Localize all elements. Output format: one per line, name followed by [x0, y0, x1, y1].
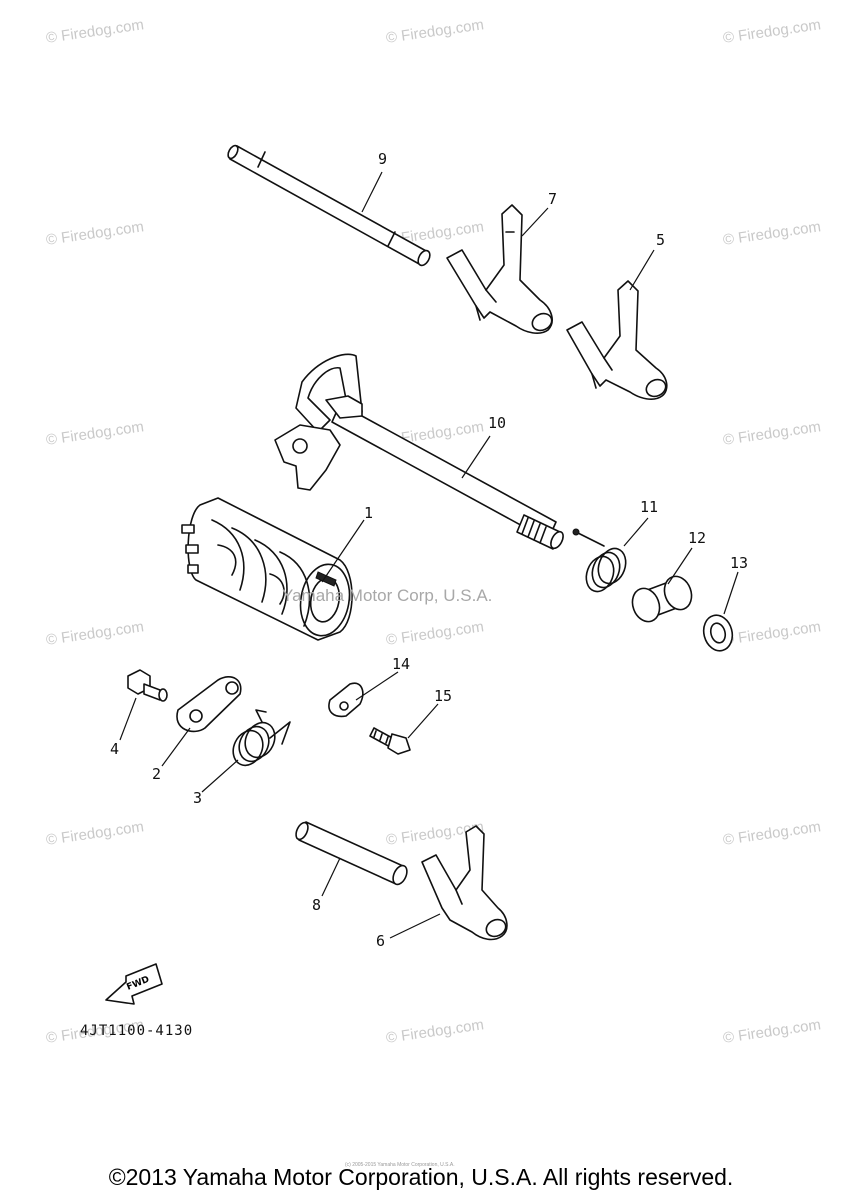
part-4-bolt — [127, 669, 168, 702]
part-8-shaft — [295, 821, 408, 886]
part-7-shift-fork — [446, 204, 553, 335]
part-11-spring — [572, 528, 627, 593]
part-14-segment — [328, 682, 364, 718]
callout-14: 14 — [392, 655, 411, 673]
callout-4: 4 — [110, 740, 120, 758]
callout-2: 2 — [152, 765, 162, 783]
callout-10: 10 — [488, 414, 507, 432]
callout-3: 3 — [193, 789, 203, 807]
callout-12: 12 — [688, 529, 707, 547]
callout-5: 5 — [656, 231, 666, 249]
callout-8: 8 — [312, 896, 322, 914]
part-12-collar — [631, 575, 693, 623]
fwd-arrow-icon: FWD — [105, 963, 163, 1005]
callout-13: 13 — [730, 554, 749, 572]
tiny-credit: (c) 2005-2015 Yamaha Motor Corporation, … — [345, 1162, 455, 1168]
part-1-shift-drum — [181, 497, 353, 641]
part-3-torsion-spring — [232, 709, 291, 767]
leader-lines — [119, 171, 739, 939]
callout-7: 7 — [548, 190, 558, 208]
center-watermark: Yamaha Motor Corp, U.S.A. — [282, 586, 493, 605]
part-9-shaft — [227, 144, 431, 267]
part-15-screw — [369, 727, 411, 755]
part-6-shift-fork — [421, 825, 508, 941]
callout-11: 11 — [640, 498, 659, 516]
callout-1: 1 — [364, 504, 374, 522]
callout-9: 9 — [378, 150, 388, 168]
callout-6: 6 — [376, 932, 386, 950]
part-2-stopper-lever — [176, 676, 242, 733]
part-13-oil-seal — [702, 614, 734, 652]
drawing-code: 4JT1100-4130 — [80, 1023, 194, 1039]
part-10-shift-shaft — [274, 353, 564, 550]
callout-15: 15 — [434, 687, 453, 705]
copyright-notice: ©2013 Yamaha Motor Corporation, U.S.A. A… — [108, 1164, 734, 1190]
part-5-shift-fork — [566, 280, 668, 401]
